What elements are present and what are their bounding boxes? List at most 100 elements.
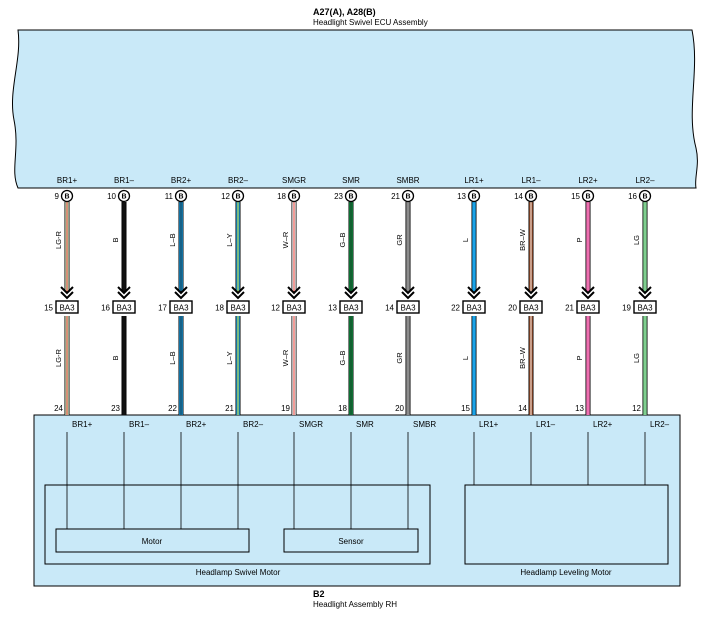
junction-box xyxy=(339,300,363,314)
junction-box xyxy=(519,300,543,314)
junction-pin-number: 12 xyxy=(271,304,280,313)
load-pin-number: 20 xyxy=(395,404,404,413)
junction-pin-number: 22 xyxy=(451,304,460,313)
junction-pin-number: 21 xyxy=(565,304,574,313)
load-signal-label: SMR xyxy=(356,420,374,429)
junction-box xyxy=(226,300,250,314)
junction-label: BA3 xyxy=(580,304,596,313)
junction-box xyxy=(282,300,306,314)
sensor-label: Sensor xyxy=(338,537,364,546)
load-signal-label: LR1– xyxy=(536,420,556,429)
load-signal-label: SMBR xyxy=(413,420,436,429)
ecu-pin-circle xyxy=(231,189,245,203)
load-pin-number: 22 xyxy=(168,404,177,413)
chevron-icon xyxy=(638,291,652,300)
load-pin-number: 18 xyxy=(338,404,347,413)
junction-label: BA3 xyxy=(637,304,653,313)
junction-box xyxy=(396,300,420,314)
ecu-pin-number: 16 xyxy=(628,192,637,201)
leveling-motor-label: Headlamp Leveling Motor xyxy=(520,568,611,577)
load-pin-number: 13 xyxy=(575,404,584,413)
ecu-pin-circle xyxy=(401,189,415,203)
chevron-icon xyxy=(524,291,538,300)
wire-color-code: W–R xyxy=(281,231,290,248)
ecu-connector-letter: B xyxy=(64,194,69,201)
ecu-signal-label: LR2+ xyxy=(578,176,598,185)
ecu-pin-circle xyxy=(287,189,301,203)
ecu-pin-number: 12 xyxy=(221,192,230,201)
ecu-pin-circle xyxy=(344,189,358,203)
ecu-signal-label: BR1+ xyxy=(57,176,78,185)
chevron-icon xyxy=(117,286,131,295)
ecu-connector-letter: B xyxy=(528,194,533,201)
load-signal-label: LR2+ xyxy=(593,420,613,429)
ecu-pin-number: 13 xyxy=(457,192,466,201)
chevron-icon xyxy=(60,291,74,300)
ecu-connector-letter: B xyxy=(471,194,476,201)
ecu-pin-circle xyxy=(581,189,595,203)
chevron-icon xyxy=(174,286,188,295)
motor-label: Motor xyxy=(142,537,163,546)
wire-color-code: L–Y xyxy=(225,233,234,246)
ecu-connector-letter: B xyxy=(121,194,126,201)
junction-label: BA3 xyxy=(116,304,132,313)
assembly-code: B2 xyxy=(313,589,325,599)
junction-pin-number: 16 xyxy=(101,304,110,313)
junction-label: BA3 xyxy=(173,304,189,313)
load-signal-label: BR2– xyxy=(243,420,264,429)
ecu-connector-letter: B xyxy=(348,194,353,201)
wire-color-code: L–B xyxy=(168,233,177,246)
junction-box xyxy=(55,300,79,314)
load-pin-number: 12 xyxy=(632,404,641,413)
load-pin-number: 23 xyxy=(111,404,120,413)
load-signal-label: LR1+ xyxy=(479,420,499,429)
wire-color-code: B xyxy=(111,355,120,360)
ecu-signal-label: BR2+ xyxy=(171,176,192,185)
junction-pin-number: 13 xyxy=(328,304,337,313)
ecu-signal-label: LR2– xyxy=(635,176,655,185)
ecu-pin-circle xyxy=(117,189,131,203)
load-pin-number: 21 xyxy=(225,404,234,413)
chevron-icon xyxy=(231,286,245,295)
chevron-icon xyxy=(524,286,538,295)
wire-color-code: G–B xyxy=(338,232,347,247)
ecu-pin-circle xyxy=(174,189,188,203)
ecu-connector-letter: B xyxy=(405,194,410,201)
ecu-signal-label: LR1+ xyxy=(464,176,484,185)
ecu-pin-number: 10 xyxy=(107,192,116,201)
ecu-pin-number: 15 xyxy=(571,192,580,201)
junction-box xyxy=(576,300,600,314)
ecu-signal-label: SMR xyxy=(342,176,360,185)
chevron-icon xyxy=(401,291,415,300)
load-pin-number: 15 xyxy=(461,404,470,413)
ecu-connector-letter: B xyxy=(291,194,296,201)
wire-color-code: G–B xyxy=(338,350,347,365)
chevron-icon xyxy=(117,291,131,300)
ecu-signal-label: SMGR xyxy=(282,176,306,185)
chevron-icon xyxy=(401,286,415,295)
junction-label: BA3 xyxy=(343,304,359,313)
wire-color-code: BR–W xyxy=(518,228,527,251)
wire-color-code: P xyxy=(575,237,584,242)
chevron-icon xyxy=(174,291,188,300)
junction-box xyxy=(462,300,486,314)
junction-pin-number: 20 xyxy=(508,304,517,313)
junction-label: BA3 xyxy=(59,304,75,313)
junction-pin-number: 15 xyxy=(44,304,53,313)
wire-color-code: B xyxy=(111,237,120,242)
chevron-icon xyxy=(581,286,595,295)
wire-color-code: LG xyxy=(632,353,641,363)
ecu-box xyxy=(11,29,698,189)
chevron-icon xyxy=(467,291,481,300)
junction-label: BA3 xyxy=(523,304,539,313)
ecu-connector-letter: B xyxy=(585,194,590,201)
chevron-icon xyxy=(638,286,652,295)
junction-box xyxy=(112,300,136,314)
ecu-signal-label: BR1– xyxy=(114,176,135,185)
ecu-connector-letter: B xyxy=(178,194,183,201)
junction-pin-number: 19 xyxy=(622,304,631,313)
headlight-assembly-box xyxy=(33,414,681,587)
leveling-motor-box xyxy=(464,484,669,565)
chevron-icon xyxy=(231,291,245,300)
